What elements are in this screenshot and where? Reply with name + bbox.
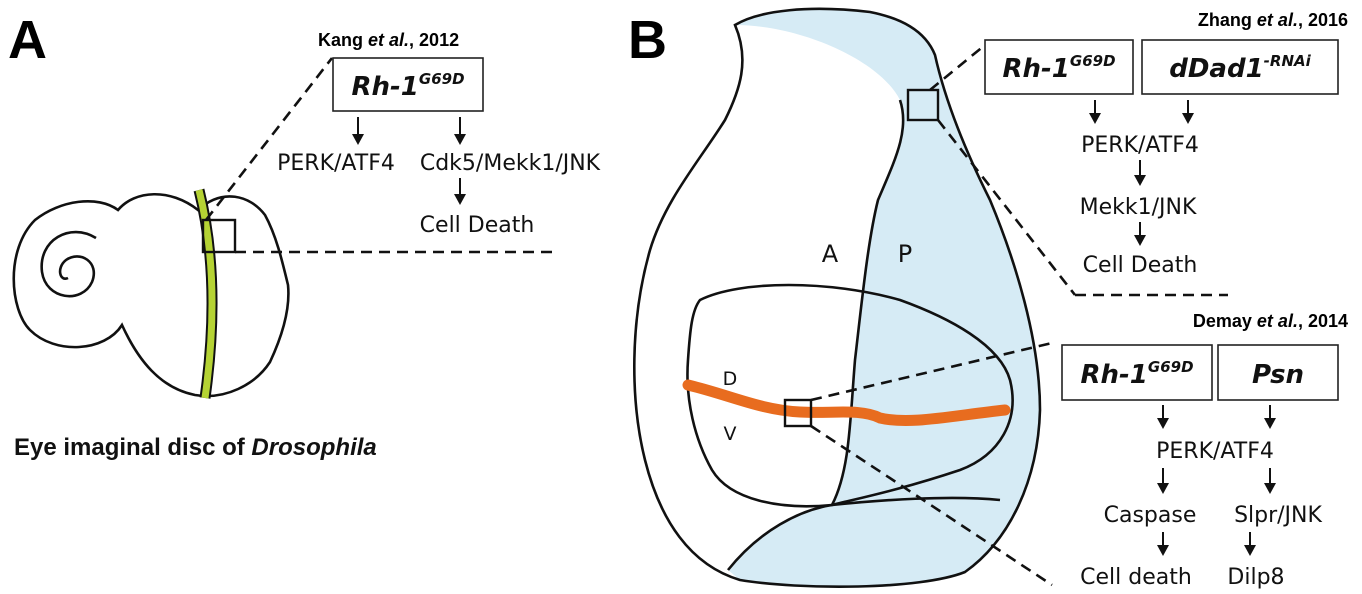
arrowhead-demay-right <box>1264 418 1276 429</box>
step-a-cell-death: Cell Death <box>420 213 535 238</box>
step-zhang-mekk1: Mekk1/JNK <box>1080 195 1197 220</box>
gene-psn: Psn <box>1252 360 1304 390</box>
step-demay-slpr: Slpr/JNK <box>1234 503 1322 528</box>
step-a-perk: PERK/ATF4 <box>277 151 395 176</box>
region-posterior: P <box>898 240 912 268</box>
panel-b-label: B <box>628 10 667 70</box>
region-ventral: V <box>724 423 737 445</box>
arrowhead-a-down <box>454 194 466 205</box>
panel-a-label: A <box>8 10 47 70</box>
citation-zhang: Zhang et al., 2016 <box>1198 10 1348 30</box>
region-dorsal: D <box>723 368 738 390</box>
panel-a-caption: Eye imaginal disc of Drosophila <box>14 434 377 461</box>
step-a-cdk5: Cdk5/Mekk1/JNK <box>420 151 601 176</box>
arrowhead-demay-death <box>1157 545 1169 556</box>
antennal-spiral <box>42 232 96 296</box>
arrowhead-demay-left <box>1157 418 1169 429</box>
citation-kang: Kang et al., 2012 <box>318 30 459 50</box>
arrowhead-a-right <box>454 134 466 145</box>
region-anterior: A <box>822 240 839 268</box>
step-zhang-perk: PERK/ATF4 <box>1081 133 1199 158</box>
arrowhead-demay-slpr <box>1264 483 1276 494</box>
step-zhang-cell-death: Cell Death <box>1083 253 1198 278</box>
step-demay-perk: PERK/ATF4 <box>1156 439 1274 464</box>
step-demay-caspase: Caspase <box>1104 503 1197 528</box>
arrowhead-zhang-left <box>1089 113 1101 124</box>
step-demay-dilp8: Dilp8 <box>1227 565 1284 590</box>
arrowhead-zhang-1 <box>1134 175 1146 186</box>
citation-demay: Demay et al., 2014 <box>1193 311 1348 331</box>
arrowhead-zhang-right <box>1182 113 1194 124</box>
arrowhead-a-left <box>352 134 364 145</box>
eye-disc-outline <box>14 194 289 396</box>
arrowhead-demay-dilp8 <box>1244 545 1256 556</box>
step-demay-cell-death: Cell death <box>1080 565 1192 590</box>
arrowhead-demay-caspase <box>1157 483 1169 494</box>
arrowhead-zhang-2 <box>1134 235 1146 246</box>
